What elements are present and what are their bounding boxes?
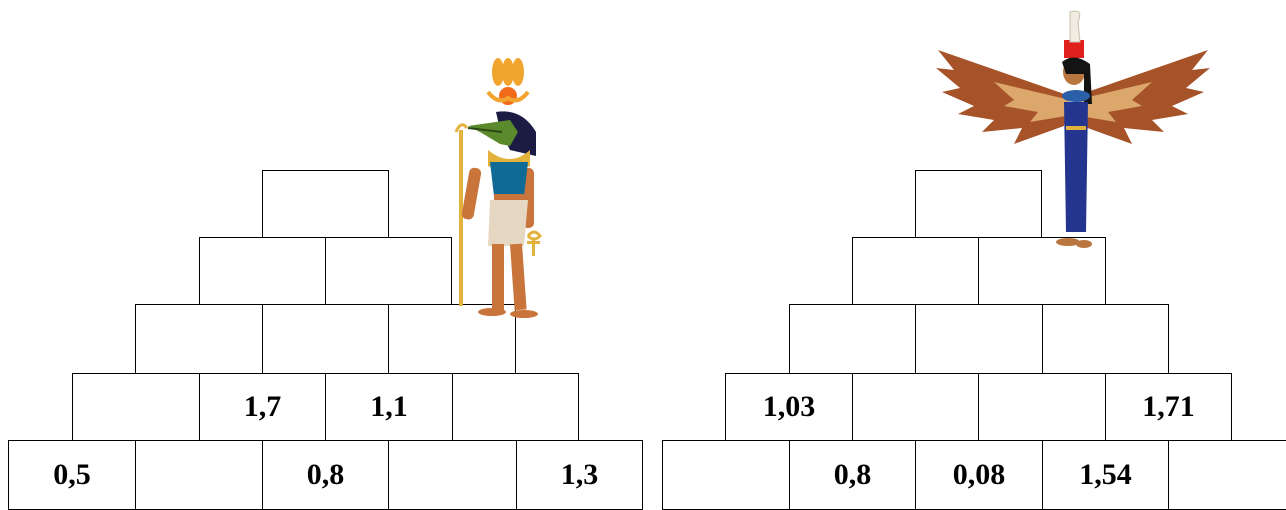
left-cell[interactable]: 1,1 (325, 373, 453, 441)
left-cell[interactable] (452, 373, 579, 441)
right-cell[interactable] (978, 373, 1106, 441)
left-cell[interactable]: 1,3 (516, 440, 643, 510)
sobek-deity-icon (454, 58, 542, 318)
left-cell[interactable]: 1,7 (199, 373, 326, 441)
right-cell[interactable] (662, 440, 790, 510)
left-cell[interactable] (72, 373, 200, 441)
left-cell[interactable] (388, 440, 517, 510)
left-cell[interactable]: 0,5 (8, 440, 136, 510)
right-cell[interactable] (915, 304, 1043, 374)
left-cell[interactable] (325, 237, 452, 305)
right-cell[interactable] (852, 373, 979, 441)
right-cell[interactable] (1168, 440, 1286, 510)
right-cell[interactable] (915, 170, 1042, 238)
left-cell[interactable] (135, 440, 263, 510)
right-cell[interactable]: 1,54 (1042, 440, 1169, 510)
right-cell[interactable]: 0,8 (789, 440, 916, 510)
left-cell[interactable] (135, 304, 263, 374)
right-cell[interactable]: 1,71 (1105, 373, 1232, 441)
isis-winged-goddess-icon (936, 10, 1210, 248)
right-cell[interactable] (978, 237, 1106, 305)
right-cell[interactable] (852, 237, 979, 305)
left-cell[interactable] (262, 170, 389, 238)
right-cell[interactable] (789, 304, 916, 374)
right-cell[interactable]: 0,08 (915, 440, 1043, 510)
right-cell[interactable]: 1,03 (725, 373, 853, 441)
left-cell[interactable] (199, 237, 326, 305)
left-cell[interactable] (262, 304, 389, 374)
left-cell[interactable]: 0,8 (262, 440, 389, 510)
right-cell[interactable] (1042, 304, 1169, 374)
